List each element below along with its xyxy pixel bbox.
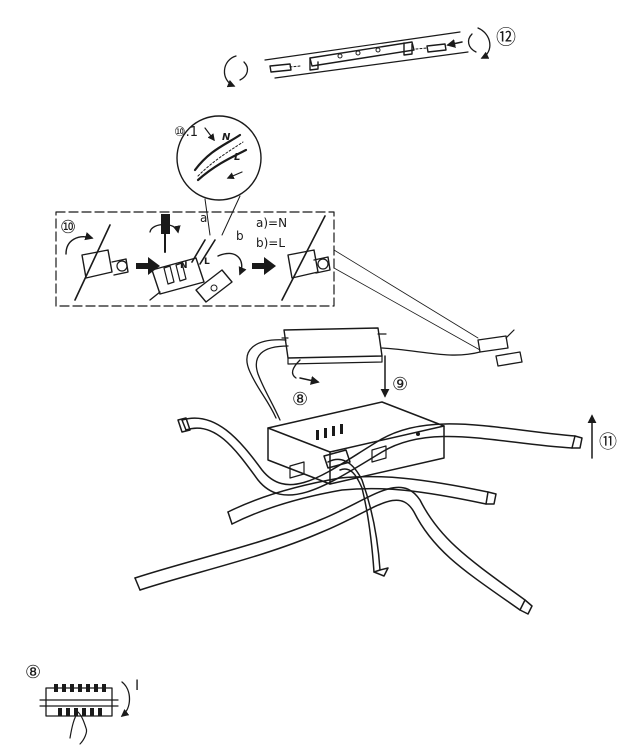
step8-terminal-number: ⑧ bbox=[25, 662, 41, 683]
step10-number: ⑩ bbox=[60, 217, 76, 238]
step10-wiring-panel bbox=[55, 211, 481, 351]
step12-number: ⑫ bbox=[496, 25, 516, 49]
led-driver bbox=[246, 327, 523, 421]
step10-1-number: ⑩.1 bbox=[174, 125, 198, 140]
terminal-n-label: N bbox=[180, 261, 188, 271]
step12-bracket-illustration bbox=[223, 27, 491, 88]
step11-number: ⑪ bbox=[599, 432, 617, 453]
terminal-mark: I bbox=[135, 678, 139, 694]
wire-a-label: a bbox=[200, 211, 207, 225]
terminal-l-label: L bbox=[204, 257, 210, 267]
wire-a-meaning: a)=N bbox=[256, 216, 287, 230]
ceiling-lamp bbox=[134, 401, 597, 615]
terminal-strip-detail bbox=[39, 681, 131, 745]
step10-1-magnifier bbox=[176, 115, 262, 236]
step9-number: ⑨ bbox=[392, 374, 408, 395]
magnifier-n-label: N bbox=[222, 132, 231, 143]
wire-b-label: b bbox=[236, 229, 244, 243]
magnifier-l-label: L bbox=[234, 152, 240, 163]
step8-number: ⑧ bbox=[292, 389, 308, 410]
wire-b-meaning: b)=L bbox=[256, 236, 285, 250]
